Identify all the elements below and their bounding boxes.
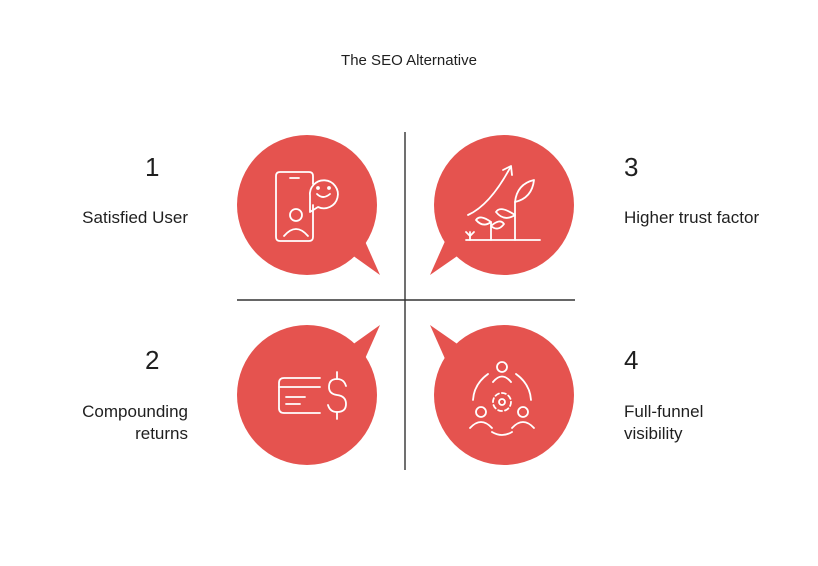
item-number-3: 3 xyxy=(624,152,639,182)
team-network-icon xyxy=(469,361,535,436)
bubble-4 xyxy=(430,325,574,465)
diagram-title: The SEO Alternative xyxy=(341,52,477,69)
item-number-4: 4 xyxy=(624,345,639,375)
user-phone-smiley-icon xyxy=(275,171,339,242)
item-label-3: Higher trust factor xyxy=(624,208,760,227)
card-dollar-icon xyxy=(278,371,347,420)
item-label-4: Full-funnel visibility xyxy=(624,402,704,443)
bubble-1 xyxy=(237,135,380,275)
growth-plant-icon xyxy=(465,165,541,241)
bubble-2 xyxy=(237,325,380,465)
item-label-1: Satisfied User xyxy=(82,208,188,227)
bubble-3 xyxy=(430,135,574,275)
item-number-2: 2 xyxy=(145,345,160,375)
item-label-2: Compounding returns xyxy=(82,402,188,443)
item-number-1: 1 xyxy=(145,152,160,182)
